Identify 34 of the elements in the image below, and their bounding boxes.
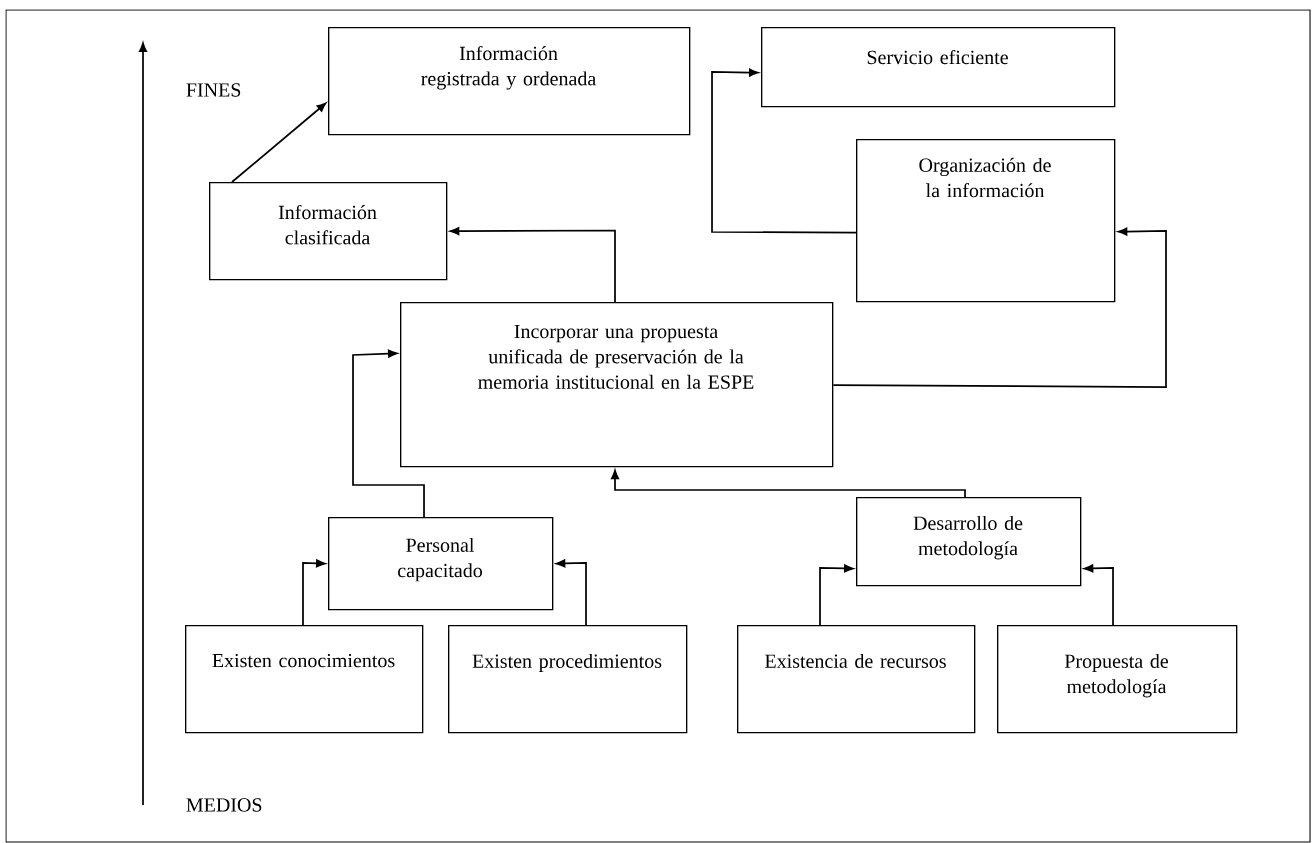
box <box>997 625 1238 734</box>
box <box>856 139 1116 303</box>
arrow <box>819 564 854 626</box>
box <box>737 625 976 734</box>
arrow <box>231 102 327 183</box>
box-text: Personal capacitado <box>398 537 482 582</box>
box-text: Existen procedimientos <box>472 653 662 672</box>
arrow <box>555 559 587 626</box>
box-text: Información registrada y ordenada <box>421 45 596 90</box>
box <box>400 302 834 468</box>
box-text: Servicio eficiente <box>867 49 1008 65</box>
arrow <box>352 349 425 518</box>
box-text: Incorporar una propuesta unificada de preservación de la memoria institucional en la ESPE <box>478 324 754 389</box>
arrow <box>1083 564 1114 626</box>
arrow <box>611 469 966 498</box>
axis-label: MEDIOS <box>186 798 262 812</box>
box-text: Propuesta de metodología <box>1064 653 1168 698</box>
box <box>856 497 1082 587</box>
arrow <box>302 559 326 626</box>
box-text: Existencia de recursos <box>765 653 946 668</box>
arrow <box>449 227 616 303</box>
box <box>209 182 448 281</box>
box <box>761 27 1116 108</box>
box-text: Organización de la información <box>919 157 1051 198</box>
box <box>328 27 691 136</box>
box-text: Información clasificada <box>278 204 377 245</box>
box-text: Existen conocimientos <box>212 653 395 668</box>
box <box>448 625 688 734</box>
box <box>328 517 554 611</box>
axis-label: FINES <box>186 83 241 97</box>
box <box>185 625 424 734</box>
box-text: Desarrollo de metodología <box>913 515 1023 560</box>
arrow <box>832 227 1167 388</box>
arrow <box>711 68 857 234</box>
